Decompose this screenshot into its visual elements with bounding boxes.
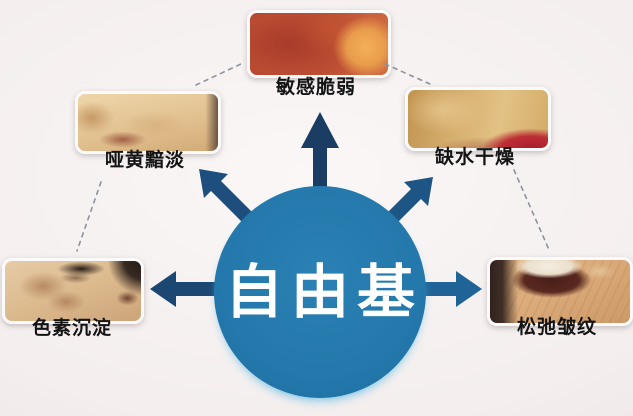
arrow-up-icon xyxy=(301,112,339,205)
center-circle: 自由基 xyxy=(214,186,426,398)
dashed-link-top-right xyxy=(384,63,431,85)
photo-pigmented-skin xyxy=(2,258,144,324)
node-label-wrinkle: 松弛皱纹 xyxy=(516,317,597,338)
dashed-link-right xyxy=(513,169,551,253)
center-label: 自由基 xyxy=(224,258,423,326)
photo-dry-skin xyxy=(405,87,551,151)
node-label-dull: 哑黄黯淡 xyxy=(104,150,185,171)
photo-sensitive-skin xyxy=(247,10,391,78)
node-label-sensitive: 敏感脆弱 xyxy=(275,77,356,98)
dashed-link-top-left xyxy=(195,62,244,86)
dashed-link-left xyxy=(76,181,102,252)
arrow-left-icon xyxy=(150,271,216,307)
arrow-right-icon xyxy=(424,271,482,307)
node-label-pigment: 色素沉淀 xyxy=(31,318,112,339)
photo-dull-skin xyxy=(75,91,221,154)
node-label-dry: 缺水干燥 xyxy=(434,147,515,168)
photo-wrinkled-skin xyxy=(487,257,633,326)
